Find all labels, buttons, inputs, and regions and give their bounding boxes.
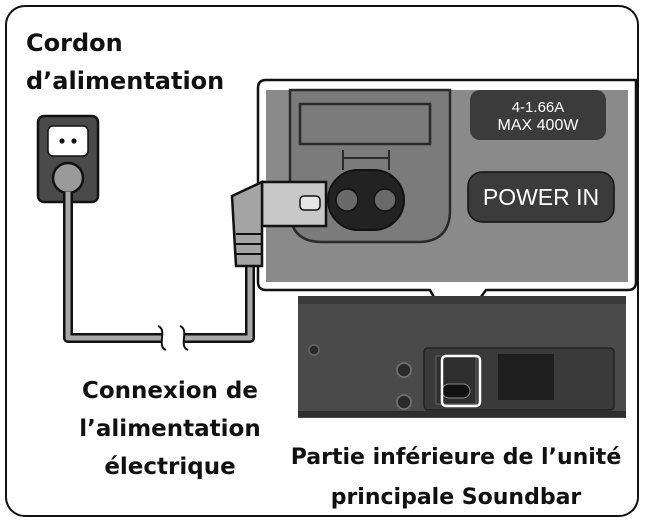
power-connection-label-line3: électrique [104, 454, 236, 480]
power-cord-label-line2: d’alimentation [26, 67, 225, 95]
power-cord-label-line1: Cordon [26, 29, 123, 57]
zoom-callout: 4-1.66A MAX 400W POWER IN [256, 78, 638, 337]
power-connection-label: Connexion de l’alimentation électrique [70, 372, 270, 486]
power-connection-label-line2: l’alimentation [79, 416, 261, 442]
power-cable [63, 192, 255, 351]
soundbar-bottom-label: Partie inférieure de l’unité principale … [286, 438, 626, 518]
power-in-label: POWER IN [483, 184, 599, 210]
rating-line1: 4-1.66A [512, 99, 565, 116]
rating-line2: MAX 400W [498, 117, 580, 134]
soundbar-bottom-label-line2: principale Soundbar [330, 485, 582, 510]
power-connection-label-line1: Connexion de [82, 378, 258, 404]
soundbar-bottom-label-line1: Partie inférieure de l’unité [290, 445, 622, 470]
wall-outlet-icon [36, 114, 100, 204]
power-cord-label: Cordon d’alimentation [26, 24, 224, 100]
soundbar-bottom-photo [298, 296, 626, 418]
power-plug-icon [230, 180, 328, 268]
